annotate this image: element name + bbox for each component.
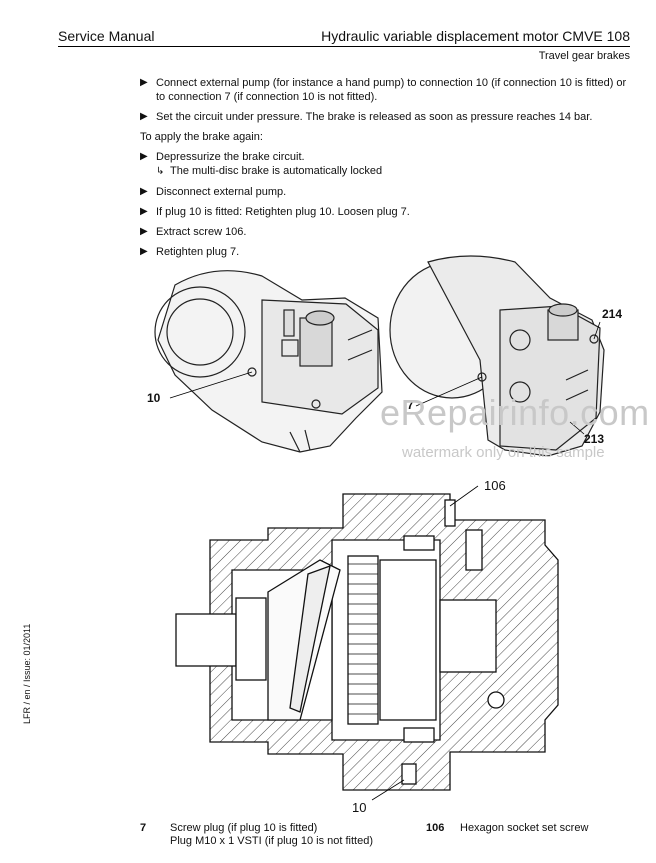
leader-106 bbox=[449, 485, 479, 507]
header-title: Hydraulic variable displacement motor CM… bbox=[321, 28, 630, 44]
watermark-main: eRepairinfo.com bbox=[380, 392, 650, 433]
legend-text: Screw plug (if plug 10 is fitted) bbox=[170, 822, 318, 834]
instruction-steps: ▶ Connect external pump (for instance a h… bbox=[140, 76, 635, 265]
leader-7 bbox=[415, 376, 483, 407]
legend-text: Plug M10 x 1 VSTI (if plug 10 is not fit… bbox=[170, 835, 373, 847]
step-2: ▶ Set the circuit under pressure. The bra… bbox=[140, 110, 635, 124]
leader-10-top bbox=[169, 371, 253, 399]
result-hand-icon: ↳ bbox=[156, 166, 165, 177]
step-text: Extract screw 106. bbox=[156, 226, 247, 238]
callout-106: 106 bbox=[484, 478, 506, 493]
step-text: Retighten plug 7. bbox=[156, 246, 240, 258]
step-result: ↳ The multi-disc brake is automatically l… bbox=[156, 164, 635, 179]
step-text: Depressurize the brake circuit. bbox=[156, 151, 305, 163]
callout-214: 214 bbox=[602, 307, 623, 321]
legend-number: 106 bbox=[426, 822, 445, 834]
step-4: ▶ Disconnect external pump. bbox=[140, 185, 635, 199]
side-issue-text: LFR / en / Issue: 01/2011 bbox=[22, 623, 32, 724]
step-5: ▶ If plug 10 is fitted: Retighten plug 10… bbox=[140, 205, 635, 219]
step-7: ▶ Retighten plug 7. bbox=[140, 245, 635, 259]
arrow-right-icon: ▶ bbox=[140, 226, 148, 237]
step-3: ▶ Depressurize the brake circuit. ↳ The mu… bbox=[140, 150, 635, 179]
callout-10-top: 10 bbox=[147, 391, 161, 405]
step-text: Disconnect external pump. bbox=[156, 186, 287, 198]
arrow-right-icon: ▶ bbox=[140, 206, 148, 217]
step-text: If plug 10 is fitted: Retighten plug 10.… bbox=[156, 206, 410, 218]
arrow-right-icon: ▶ bbox=[140, 77, 148, 88]
motor-left-view bbox=[154, 270, 383, 453]
legend-right: 106 Hexagon socket set screw bbox=[426, 822, 588, 835]
callout-213: 213 bbox=[584, 432, 605, 446]
leader-213 bbox=[569, 421, 585, 435]
callout-10-bottom: 10 bbox=[352, 800, 367, 815]
arrow-right-icon: ▶ bbox=[140, 151, 148, 162]
legend-left: 7 Screw plug (if plug 10 is fitted) Plug … bbox=[140, 822, 373, 848]
leader-214 bbox=[593, 321, 601, 340]
arrow-right-icon: ▶ bbox=[140, 186, 148, 197]
step-text: Connect external pump (for instance a ha… bbox=[156, 77, 627, 103]
arrow-right-icon: ▶ bbox=[140, 246, 148, 257]
leader-10-bottom bbox=[371, 779, 405, 801]
arrow-right-icon: ▶ bbox=[140, 111, 148, 122]
header-subtitle: Travel gear brakes bbox=[538, 50, 630, 62]
step-6: ▶ Extract screw 106. bbox=[140, 225, 635, 239]
step-1: ▶ Connect external pump (for instance a h… bbox=[140, 76, 635, 104]
header-left: Service Manual bbox=[58, 28, 155, 44]
step-text: Set the circuit under pressure. The brak… bbox=[156, 111, 593, 123]
result-text: The multi-disc brake is automatically lo… bbox=[170, 165, 383, 177]
header-rule bbox=[58, 46, 630, 47]
legend-text: Hexagon socket set screw bbox=[460, 822, 589, 834]
cross-section-drawing bbox=[175, 493, 559, 791]
callout-7: 7 bbox=[407, 398, 414, 412]
legend-number: 7 bbox=[140, 822, 147, 834]
motor-right-view bbox=[389, 255, 605, 457]
step-intro: To apply the brake again: bbox=[140, 131, 263, 143]
watermark-sub: watermark only on this sample bbox=[402, 444, 605, 461]
